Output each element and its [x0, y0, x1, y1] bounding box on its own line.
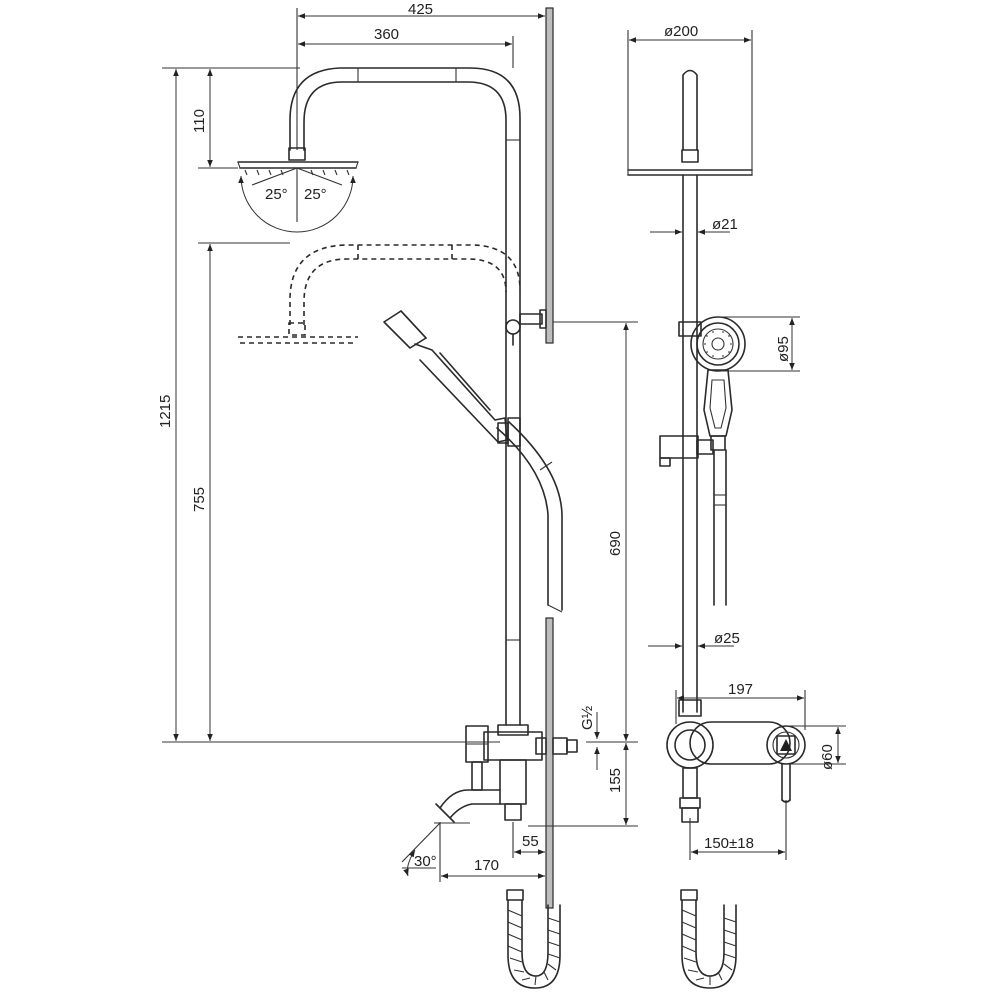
mixer-body — [465, 724, 578, 821]
spray-angle: 25° 25° — [238, 167, 356, 233]
diameter-60-label: ø60 — [819, 744, 836, 770]
height-690-label: 690 — [607, 531, 624, 556]
side-view: 25° 25° — [157, 1, 638, 989]
shower-arm-alternate-position — [238, 244, 521, 344]
hand-shower-front — [690, 316, 746, 451]
angle-left-label: 25° — [265, 186, 288, 203]
height-1215-label: 1215 — [157, 395, 174, 428]
wall-upper — [545, 7, 554, 344]
thread-g12-label: G½ — [579, 705, 596, 730]
height-110-label: 110 — [191, 109, 208, 133]
wall-bracket — [505, 309, 547, 346]
bath-spout — [434, 789, 501, 824]
height-755-label: 755 — [191, 487, 208, 512]
diameter-95-label: ø95 — [775, 336, 792, 362]
diameter-21-label: ø21 — [712, 216, 738, 233]
rain-shower-head — [237, 147, 359, 176]
front-view: ø200 ø21 ø95 ø25 197 ø60 150±18 — [627, 23, 846, 989]
mixer-front — [666, 721, 806, 823]
width-197-label: 197 — [728, 681, 753, 698]
hose-loop-right — [680, 889, 737, 989]
height-155-label: 155 — [607, 768, 624, 793]
width-425-label: 425 — [408, 1, 433, 18]
hose-loop-left — [506, 889, 561, 989]
width-360-label: 360 — [374, 26, 399, 43]
slider-bracket — [659, 435, 714, 467]
width-150-18-label: 150±18 — [704, 835, 754, 852]
width-55-label: 55 — [522, 833, 539, 850]
shower-arm — [289, 67, 521, 726]
hose-front — [713, 449, 727, 606]
hand-shower — [383, 310, 521, 447]
width-170-label: 170 — [474, 857, 499, 874]
angle-30-label: 30° — [414, 853, 437, 870]
triangle-logo-icon — [780, 739, 792, 751]
angle-right-label: 25° — [304, 186, 327, 203]
shower-hose — [496, 421, 563, 613]
wall-lower — [545, 617, 554, 909]
diameter-200-label: ø200 — [664, 23, 698, 40]
front-upper-pipe — [627, 69, 753, 176]
diameter-25-label: ø25 — [714, 630, 740, 647]
